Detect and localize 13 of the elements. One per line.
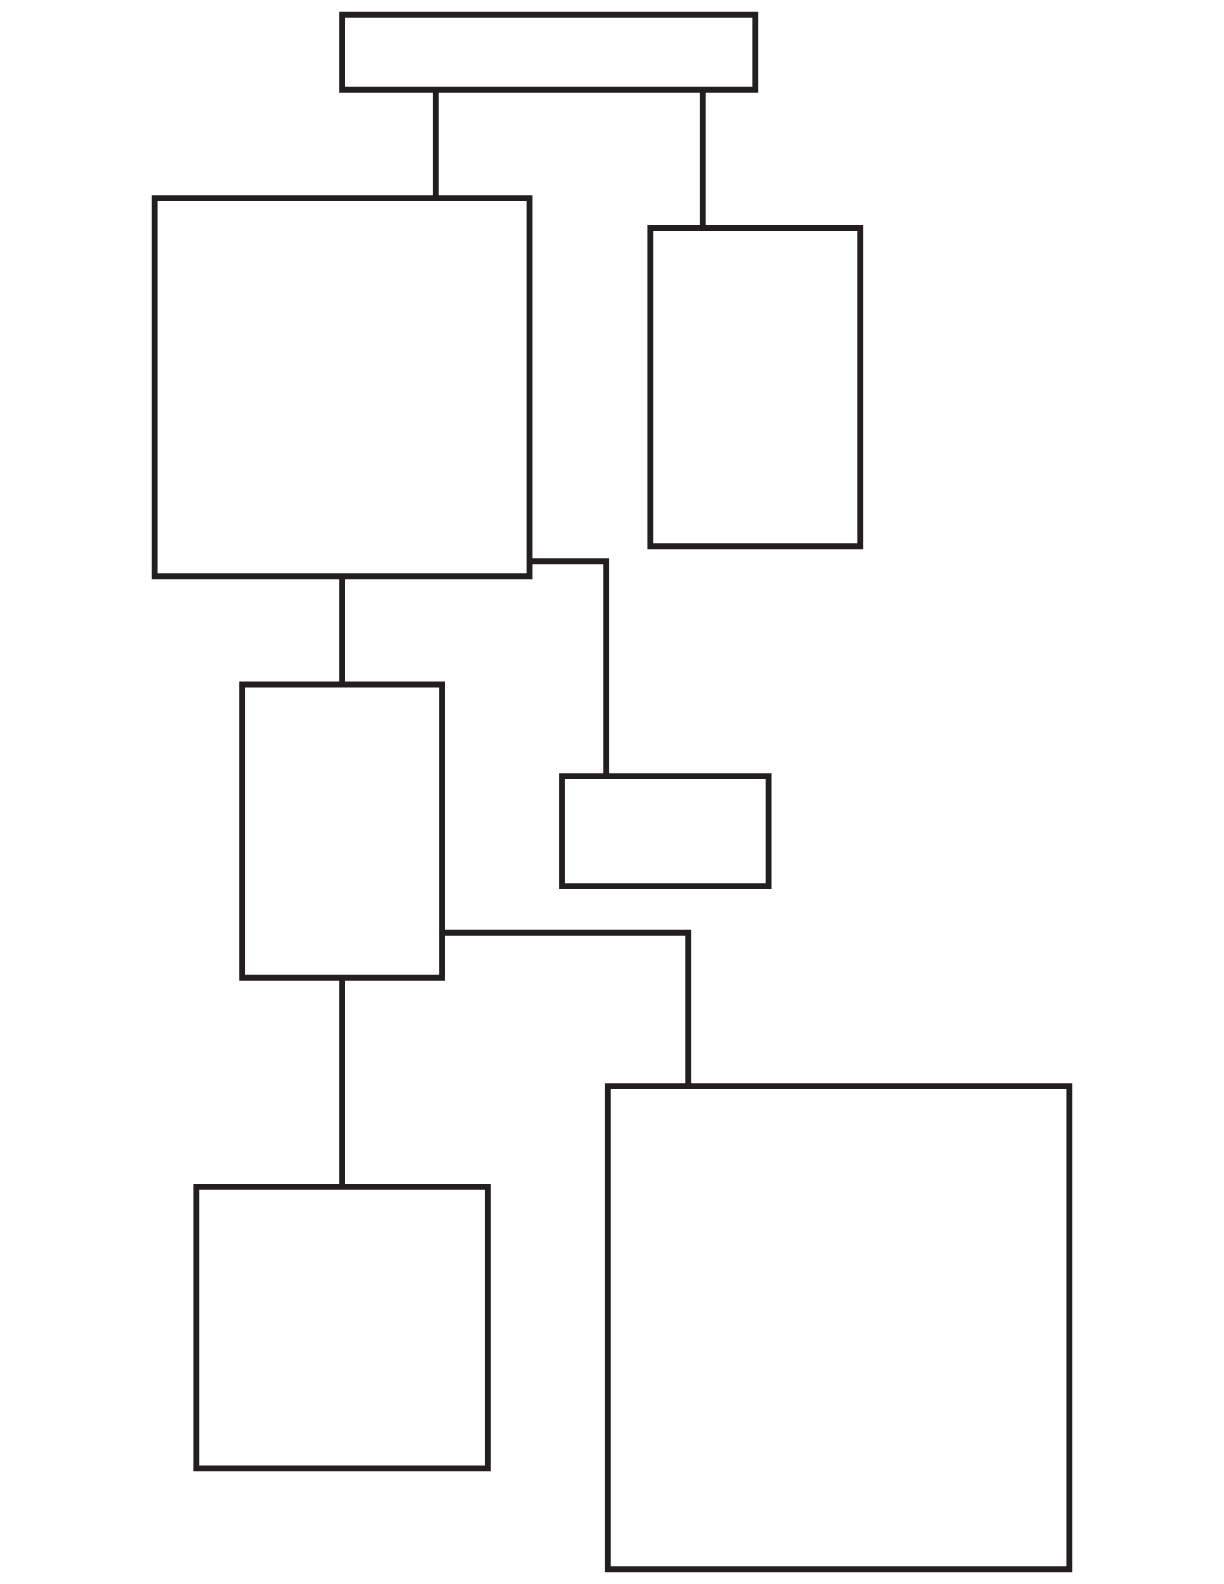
connector: [432, 90, 439, 198]
node-box: [604, 1083, 1073, 1573]
node-box: [193, 1183, 491, 1472]
node-box: [647, 225, 864, 550]
connector: [529, 558, 610, 776]
connector: [339, 978, 345, 1187]
connector: [339, 576, 345, 685]
node-box: [151, 195, 533, 580]
connector: [442, 929, 692, 1086]
node-box: [339, 11, 759, 93]
connector: [699, 90, 706, 228]
node-box: [239, 681, 445, 981]
node-box: [559, 773, 772, 890]
